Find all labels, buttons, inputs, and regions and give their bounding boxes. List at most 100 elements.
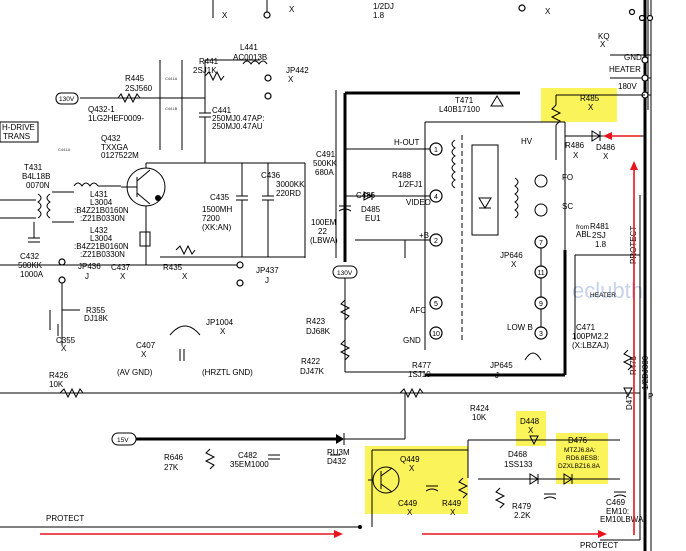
label-l441-val: AC0013B — [233, 53, 267, 62]
label-r485-x: X — [588, 103, 594, 112]
label-d432-val: D432 — [327, 457, 347, 466]
pin-10: 10 — [432, 331, 440, 338]
label-l431: L431 — [90, 190, 108, 199]
top-x2: X — [289, 5, 295, 14]
label-r441: R441 — [199, 57, 219, 66]
top-x3: X — [545, 7, 551, 16]
label-c432-val2: 1000A — [20, 270, 44, 279]
label-jp437: JP437 — [256, 266, 279, 275]
label-protect-left: PROTECT — [46, 514, 84, 523]
pin-9: 9 — [539, 301, 543, 308]
label-r445-val: 2SJ560 — [125, 84, 153, 93]
label-r449-x: X — [450, 508, 456, 517]
label-t431-val2: 0070N — [26, 181, 50, 190]
label-l432-val2: :B4Z21B0160N — [74, 242, 129, 251]
label-r479: R479 — [512, 502, 532, 511]
label-c471: C471 — [576, 323, 596, 332]
label-abl: ABL — [576, 230, 592, 239]
label-r422: R422 — [301, 357, 321, 366]
label-c441b: C441B — [165, 106, 178, 111]
label-hv: HV — [521, 137, 533, 146]
label-d476: D476 — [568, 436, 588, 445]
label-c407: C407 — [136, 341, 156, 350]
label-d476-val1: MTZJ6.8A: — [564, 447, 596, 454]
label-180v: 180V — [618, 82, 637, 91]
label-c491-val2: 680A — [315, 168, 334, 177]
label-c469-val1: EM10: — [606, 507, 629, 516]
label-h-drive: H-DRIVE — [2, 123, 35, 132]
pin-7: 7 — [539, 240, 543, 247]
label-c437-x: X — [120, 272, 126, 281]
label-afc: AFC — [410, 306, 426, 315]
label-kq: KQ — [598, 32, 610, 41]
label-c407-x: X — [141, 350, 147, 359]
label-l431-val1: L3004 — [90, 198, 113, 207]
label-r355: R355 — [86, 306, 106, 315]
label-r424-val: 10K — [472, 413, 487, 422]
label-jp1004-x: X — [220, 327, 226, 336]
label-r646-val: 27K — [164, 463, 179, 472]
label-gnd: GND — [624, 53, 642, 62]
label-jp436-val: J — [85, 272, 89, 281]
label-from-abl: from — [576, 224, 589, 231]
label-c441a: C441A — [165, 76, 178, 81]
label-r422-val: DJ47K — [300, 367, 325, 376]
top-jumper-dot-2 — [518, 4, 526, 12]
label-c437: C437 — [111, 263, 131, 272]
label-15v: 15V — [117, 437, 129, 444]
label-t431: T431 — [24, 163, 43, 172]
label-h-out: H-OUT — [394, 138, 419, 147]
label-c441: C441 — [212, 106, 232, 115]
pin-1: 1 — [434, 147, 438, 154]
label-c436: C436 — [261, 171, 281, 180]
highlight-d476 — [556, 433, 608, 484]
label-q432-val2: 0127522M — [101, 151, 139, 160]
label-r435-x: X — [182, 272, 188, 281]
label-c355: C355 — [56, 336, 76, 345]
label-c471-val2: (X:LBZAJ) — [572, 341, 609, 350]
label-hrztl-gnd: (HRZTL GND) — [202, 368, 253, 377]
label-c486-val1: 100EM — [311, 218, 337, 227]
highlight-q449 — [365, 446, 468, 514]
top-jumper-dot — [263, 11, 271, 19]
label-jp1004: JP1004 — [206, 318, 234, 327]
label-q432-val1: TXXGA — [101, 143, 129, 152]
top-val-18: 1.8 — [373, 11, 385, 20]
label-c471-val1: 100PM2.2 — [572, 332, 609, 341]
label-jp646-val: X — [511, 260, 517, 269]
label-c449-x: X — [407, 508, 413, 517]
label-d468: D468 — [508, 450, 528, 459]
label-d47: D47 — [625, 395, 634, 410]
label-l431-val3: :Z21B0330N — [80, 214, 125, 223]
label-r423: R423 — [306, 317, 326, 326]
label-video: VIDEO — [406, 198, 431, 207]
label-r477: R477 — [412, 361, 432, 370]
label-p: P — [648, 392, 653, 401]
label-l432-val3: :Z21B0330N — [80, 250, 125, 259]
label-r481: R481 — [590, 222, 610, 231]
label-d486: D486 — [596, 143, 616, 152]
label-d485-val: EU1 — [365, 214, 381, 223]
pin-4: 4 — [434, 194, 438, 201]
label-d448-x: X — [528, 426, 534, 435]
label-jp436: JP436 — [78, 262, 101, 271]
label-d486-x: X — [603, 152, 609, 161]
label-r477-val: 1SJ10 — [408, 370, 431, 379]
label-l432: L432 — [90, 226, 108, 235]
label-l441: L441 — [240, 43, 258, 52]
label-trans: TRANS — [3, 132, 30, 141]
label-130v-center: 130V — [337, 270, 353, 277]
label-r441-val: 2SJ1K — [193, 66, 217, 75]
label-jp442: JP442 — [286, 66, 309, 75]
label-jp645-val: J — [495, 371, 499, 380]
label-r481-val2: 1.8 — [595, 240, 607, 249]
label-q449-x: X — [409, 464, 415, 473]
label-t471-val: L40B17100 — [439, 105, 480, 114]
label-c441-val1: 250MJ0.47AP: — [212, 114, 264, 123]
label-r424: R424 — [470, 404, 490, 413]
label-c486-val2: 22 — [318, 227, 327, 236]
label-jp437-val: J — [265, 276, 269, 285]
label-r479-val: 2.2K — [514, 511, 531, 520]
label-130v-left: 130V — [59, 96, 75, 103]
